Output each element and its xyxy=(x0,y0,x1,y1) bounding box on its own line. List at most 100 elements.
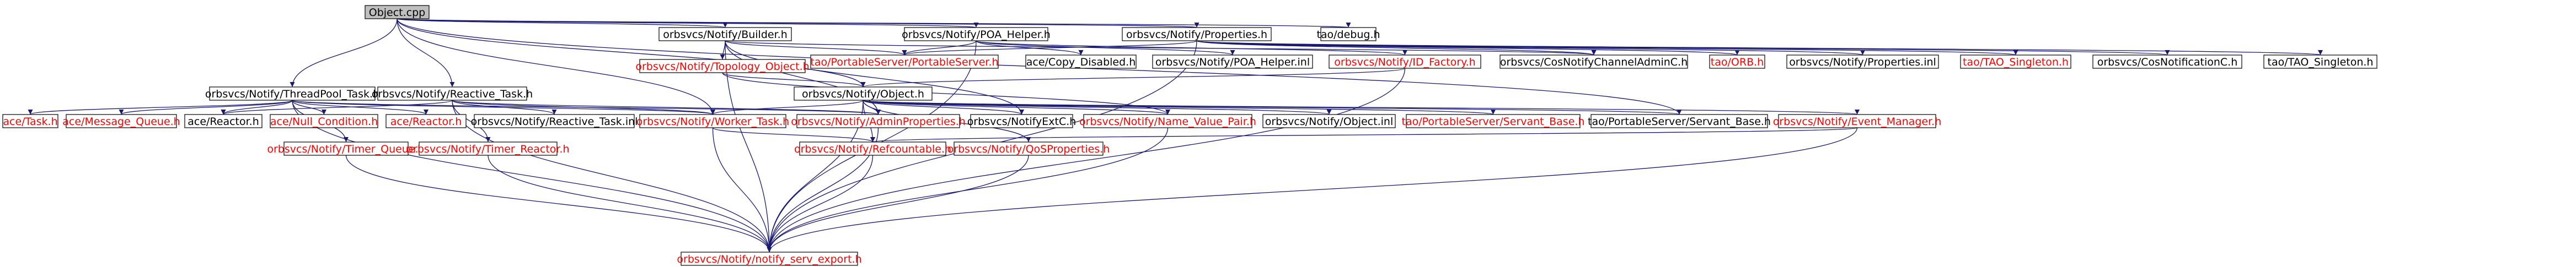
node-box xyxy=(365,5,430,19)
node-ace_copy_disabled[interactable]: ace/Copy_Disabled.h xyxy=(1025,55,1137,69)
edge-threadpool_task-to-ace_reactor_plain xyxy=(221,100,293,115)
edge-object_cpp-to-poa_helper xyxy=(397,18,978,28)
node-id_factory[interactable]: orbsvcs/Notify/ID_Factory.h xyxy=(1329,55,1481,69)
node-threadpool_task[interactable]: orbsvcs/Notify/ThreadPool_Task.h xyxy=(205,86,379,101)
node-box xyxy=(904,27,1048,41)
node-refcountable[interactable]: orbsvcs/Notify/Refcountable.h xyxy=(794,141,951,156)
node-box xyxy=(639,59,806,73)
edge-threadpool_task-to-ace_task xyxy=(28,100,293,115)
edge-notify_object-to-notify_extc xyxy=(863,100,1024,115)
edge-notify_object-to-name_value_pair xyxy=(863,100,1170,115)
node-reactive_task[interactable]: orbsvcs/Notify/Reactive_Task.h xyxy=(372,86,533,101)
edge-poa_helper-to-poa_helper_inl xyxy=(976,40,1235,56)
node-servant_base_red[interactable]: tao/PortableServer/Servant_Base.h xyxy=(1402,114,1585,128)
node-cos_notify_channel_admin[interactable]: orbsvcs/CosNotifyChannelAdminC.h xyxy=(1499,55,1688,69)
edge-builder-to-notify_serv_export xyxy=(725,40,772,253)
node-box xyxy=(2,114,58,128)
node-name_value_pair[interactable]: orbsvcs/Notify/Name_Value_Pair.h xyxy=(1079,114,1256,128)
node-label: orbsvcs/Notify/QoSProperties.h xyxy=(947,143,1110,155)
node-box xyxy=(419,141,558,156)
node-label: orbsvcs/CosNotificationC.h xyxy=(2097,56,2238,68)
node-tao_orb[interactable]: tao/ORB.h xyxy=(1709,55,1765,69)
edges-layer xyxy=(28,18,2322,253)
node-box xyxy=(1590,114,1768,128)
edge-notify_object-to-event_manager xyxy=(863,100,1859,115)
edge-threadpool_task-to-ace_message_queue xyxy=(119,100,293,115)
edge-notify_properties-to-portable_server xyxy=(902,40,1197,56)
node-box xyxy=(1152,55,1313,69)
node-box xyxy=(1329,55,1481,69)
node-reactive_task_inl[interactable]: orbsvcs/Notify/Reactive_Task.inl xyxy=(471,114,638,128)
node-box xyxy=(1778,114,1936,128)
node-worker_task[interactable]: orbsvcs/Notify/Worker_Task.h xyxy=(636,114,789,128)
node-cos_notification[interactable]: orbsvcs/CosNotificationC.h xyxy=(2092,55,2242,69)
node-notify_object[interactable]: orbsvcs/Notify/Object.h xyxy=(794,86,933,101)
node-label: orbsvcs/Notify/Properties.inl xyxy=(1789,56,1936,68)
edge-builder-to-cos_notify_channel_admin xyxy=(725,40,1596,56)
node-label: orbsvcs/Notify/Refcountable.h xyxy=(794,143,951,155)
edge-builder-to-notify_extc xyxy=(725,40,1024,115)
node-notify_serv_export[interactable]: orbsvcs/Notify/notify_serv_export.h xyxy=(677,252,862,266)
edge-reactive_task-to-notify_serv_export xyxy=(452,100,772,253)
node-box xyxy=(1320,27,1377,41)
edge-reactive_task-to-worker_task xyxy=(452,100,715,115)
node-box xyxy=(1083,114,1252,128)
node-topology_object[interactable]: orbsvcs/Notify/Topology_Object.h xyxy=(635,59,810,73)
node-label: orbsvcs/NotifyExtC.h xyxy=(967,116,1077,128)
node-box xyxy=(810,55,999,69)
node-servant_base_plain[interactable]: tao/PortableServer/Servant_Base.h xyxy=(1588,114,1771,128)
node-admin_properties[interactable]: orbsvcs/Notify/AdminProperties.h xyxy=(791,114,966,128)
node-timer_reactor[interactable]: orbsvcs/Notify/Timer_Reactor.h xyxy=(406,141,570,156)
node-tao_singleton_red[interactable]: tao/TAO_Singleton.h xyxy=(1960,55,2071,69)
node-ace_null_condition[interactable]: ace/Null_Condition.h xyxy=(270,114,378,128)
node-tao_singleton_gray[interactable]: tao/TAO_Singleton.h xyxy=(2263,55,2377,69)
node-box xyxy=(954,141,1104,156)
node-notify_extc[interactable]: orbsvcs/NotifyExtC.h xyxy=(967,114,1077,128)
node-ace_message_queue[interactable]: ace/Message_Queue.h xyxy=(62,114,180,128)
node-box xyxy=(1262,114,1396,128)
edge-event_manager-to-refcountable xyxy=(871,127,1858,143)
node-label: tao/TAO_Singleton.h xyxy=(1963,56,2069,68)
node-portable_server[interactable]: tao/PortableServer/PortableServer.h xyxy=(810,55,999,69)
node-label: orbsvcs/Notify/Builder.h xyxy=(663,29,788,41)
edge-notify_object-to-worker_task xyxy=(710,100,864,115)
edge-object_cpp-to-worker_task xyxy=(397,18,715,115)
edge-name_value_pair-to-notify_serv_export xyxy=(767,127,1169,253)
node-box xyxy=(658,27,792,41)
edge-refcountable-to-notify_serv_export xyxy=(767,155,874,253)
edge-notify_object-to-servant_base_plain xyxy=(863,100,1681,115)
node-properties_inl[interactable]: orbsvcs/Notify/Properties.inl xyxy=(1786,55,1939,69)
node-label: orbsvcs/Notify/POA_Helper.inl xyxy=(1155,56,1310,68)
node-poa_helper[interactable]: orbsvcs/Notify/POA_Helper.h xyxy=(902,27,1051,41)
edge-notify_properties-to-cos_notify_channel_admin xyxy=(1196,40,1597,56)
node-builder[interactable]: orbsvcs/Notify/Builder.h xyxy=(658,27,792,41)
node-label: orbsvcs/Notify/Reactive_Task.h xyxy=(372,88,533,100)
edge-notify_properties-to-tao_singleton_gray xyxy=(1196,40,2322,56)
node-object_inl[interactable]: orbsvcs/Notify/Object.inl xyxy=(1262,114,1396,128)
edge-builder-to-topology_object xyxy=(720,40,726,60)
node-tao_debug[interactable]: tao/debug.h xyxy=(1316,27,1380,41)
node-box xyxy=(270,114,378,128)
node-poa_helper_inl[interactable]: orbsvcs/Notify/POA_Helper.inl xyxy=(1152,55,1313,69)
node-timer_queue[interactable]: orbsvcs/Notify/Timer_Queue.h xyxy=(267,141,425,156)
node-notify_properties[interactable]: orbsvcs/Notify/Properties.h xyxy=(1122,27,1272,41)
node-qos_properties[interactable]: orbsvcs/Notify/QoSProperties.h xyxy=(947,141,1110,156)
node-label: orbsvcs/Notify/Reactive_Task.inl xyxy=(471,116,638,128)
node-box xyxy=(66,114,177,128)
edge-topology_object-to-name_value_pair xyxy=(722,72,1170,115)
node-ace_reactor_red[interactable]: ace/Reactor.h xyxy=(385,114,467,128)
edge-notify_properties-to-tao_singleton_red xyxy=(1196,40,2018,56)
node-box xyxy=(1122,27,1272,41)
node-label: tao/TAO_Singleton.h xyxy=(2268,56,2374,68)
node-ace_reactor_plain[interactable]: ace/Reactor.h xyxy=(184,114,263,128)
node-event_manager[interactable]: orbsvcs/Notify/Event_Manager.h xyxy=(1773,114,1942,128)
node-box xyxy=(184,114,263,128)
node-label: ace/Reactor.h xyxy=(390,116,462,128)
edge-event_manager-to-notify_serv_export xyxy=(767,127,1858,253)
edge-qos_properties-to-notify_serv_export xyxy=(767,155,1029,253)
node-ace_task[interactable]: ace/Task.h xyxy=(2,114,58,128)
node-label: ace/Copy_Disabled.h xyxy=(1026,56,1136,68)
edge-id_factory-to-notify_object xyxy=(860,68,1406,88)
node-label: orbsvcs/Notify/Object.h xyxy=(802,88,924,100)
